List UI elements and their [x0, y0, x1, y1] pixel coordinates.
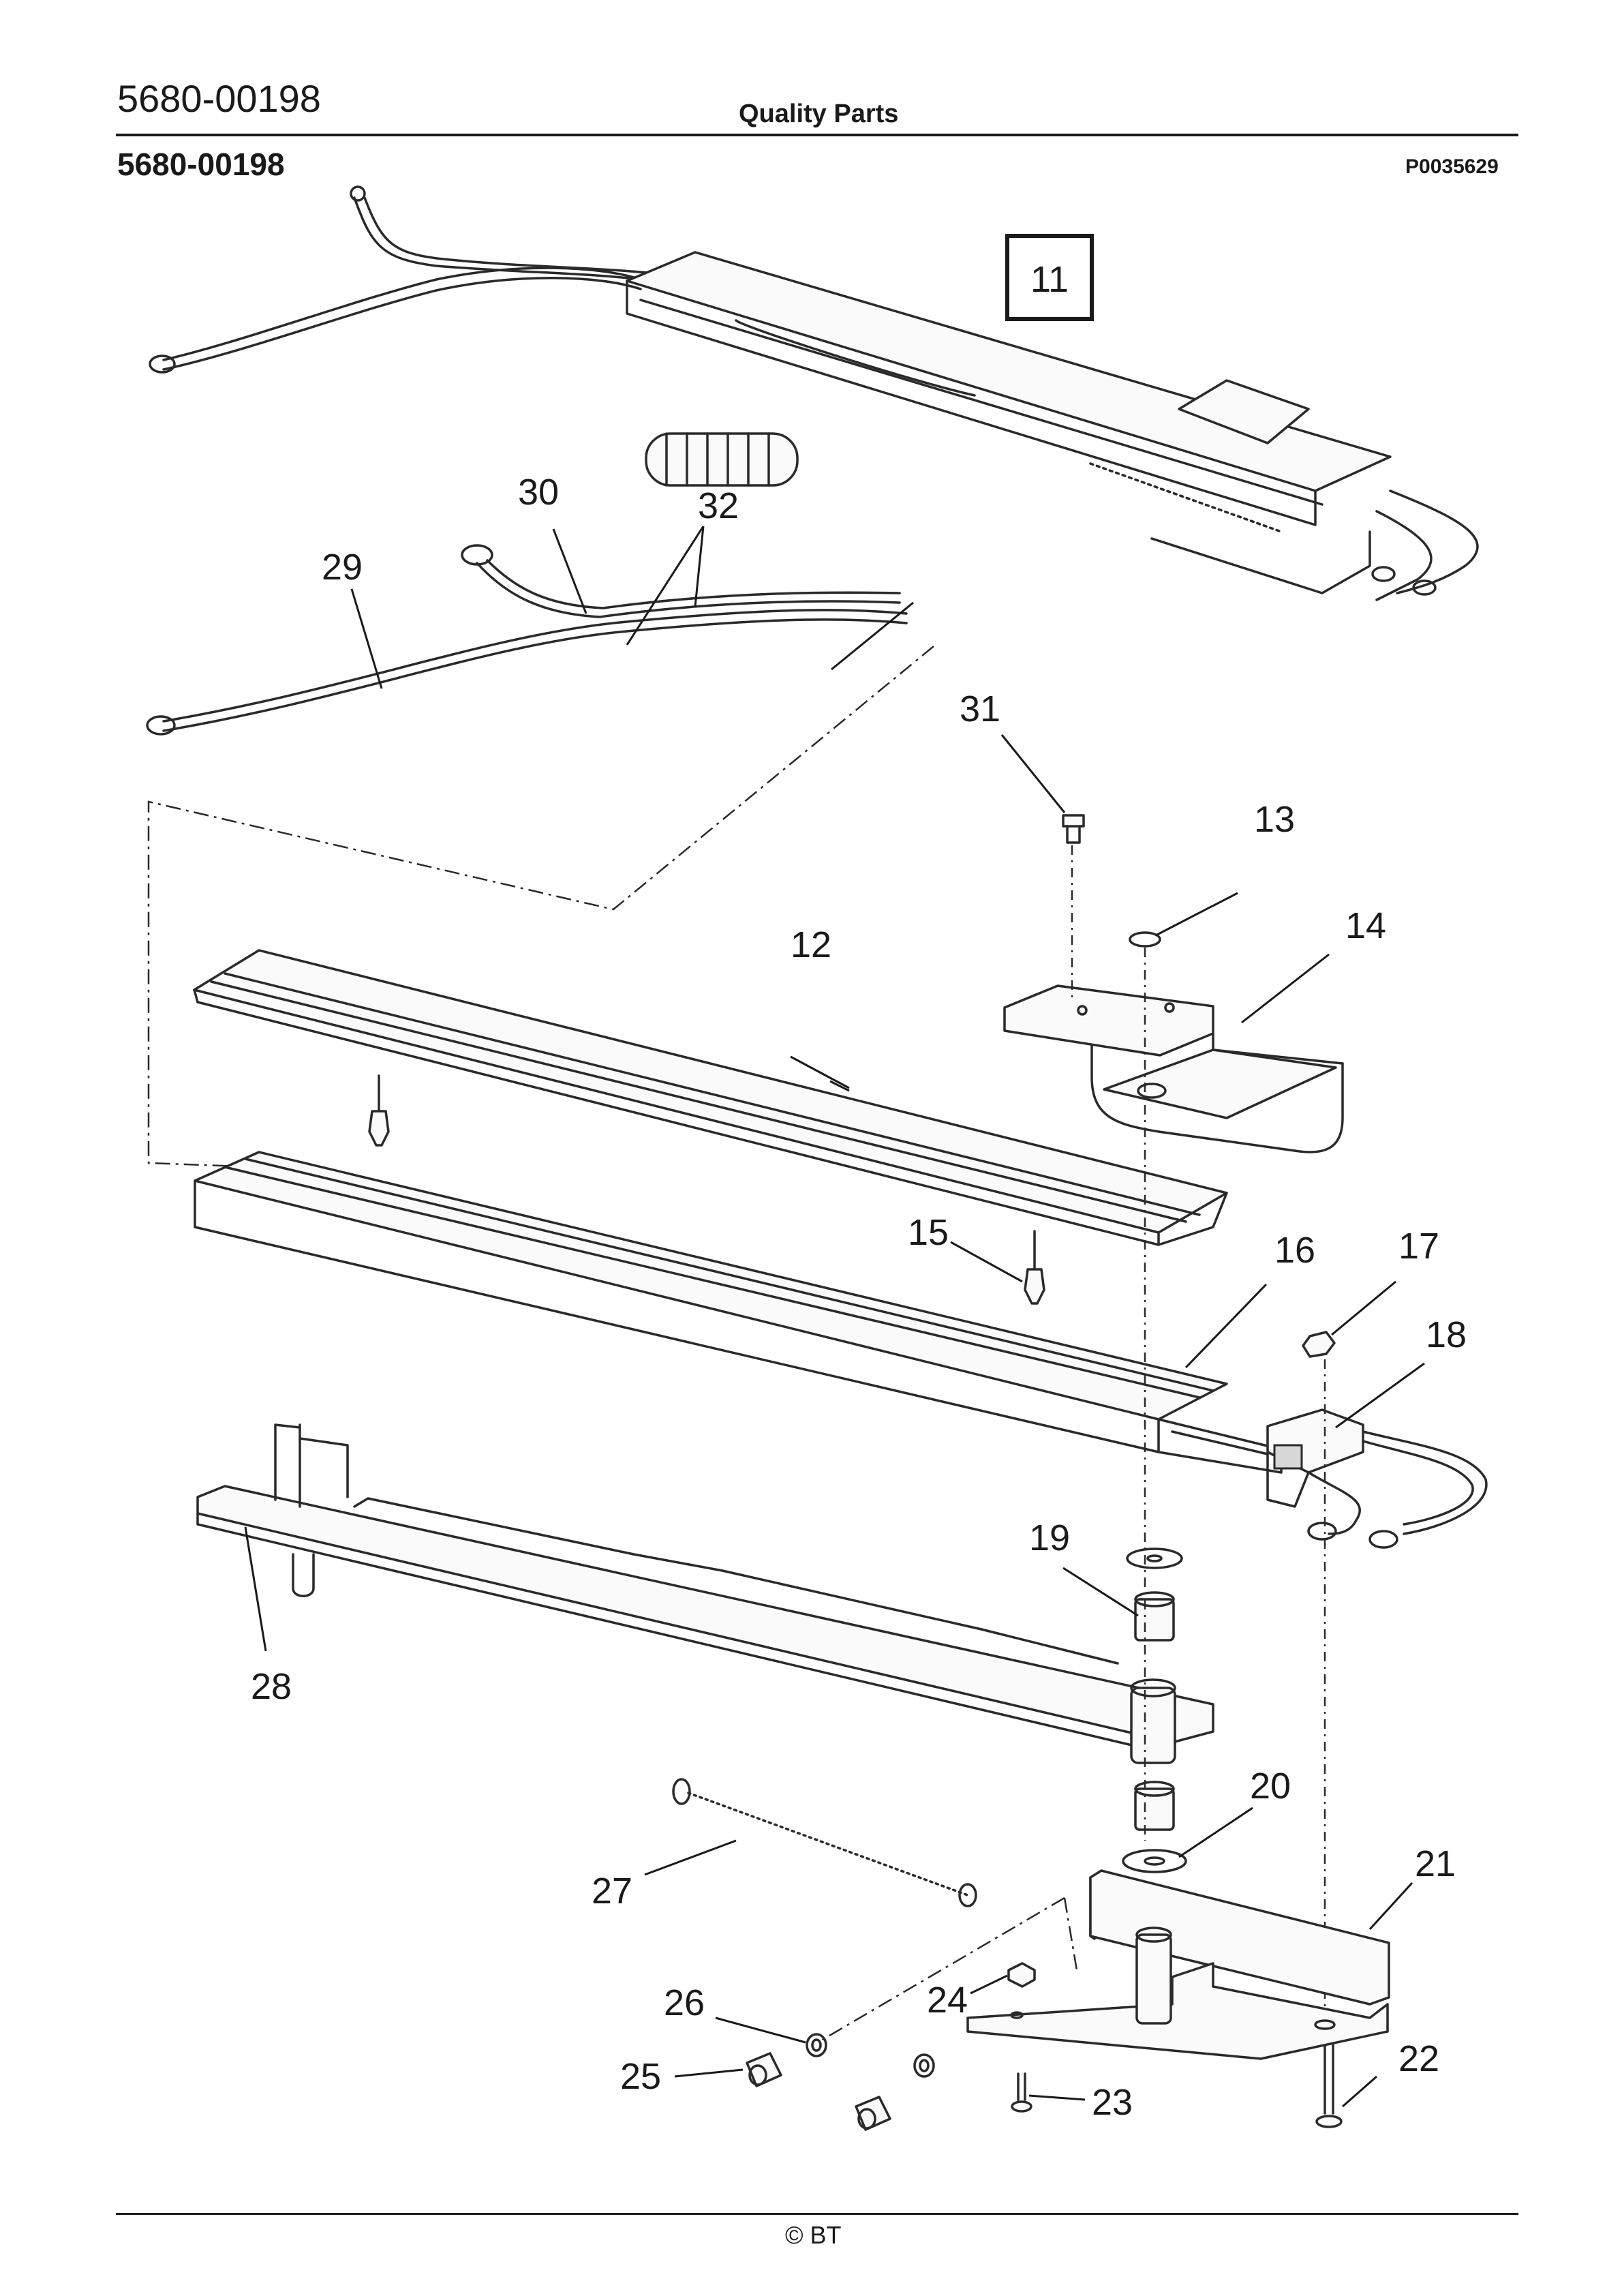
leader-lines	[244, 526, 1425, 2108]
part-26-washers	[806, 2033, 935, 2078]
parts-29-30-cables	[146, 544, 914, 736]
callout-27: 27	[592, 1871, 632, 1912]
callout-32: 32	[698, 485, 739, 526]
part-12-cover-rail	[193, 949, 1228, 1246]
header-document-number: 5680-00198	[117, 77, 321, 120]
callout-16: 16	[1274, 1230, 1315, 1271]
page-title: 5680-00198	[117, 147, 285, 182]
part-13-washer	[1129, 931, 1161, 948]
callout-31: 31	[960, 689, 1000, 729]
header-rule	[116, 134, 1518, 136]
part-24-nut	[1007, 1962, 1036, 1988]
part-14-bracket	[1003, 984, 1344, 1153]
callout-13: 13	[1254, 799, 1295, 840]
part-22-screw	[1315, 2044, 1343, 2128]
part-19-spacer	[1126, 1547, 1183, 1642]
callout-15: 15	[908, 1212, 949, 1253]
assembly-box	[1005, 234, 1094, 321]
callout-25: 25	[620, 2056, 661, 2097]
part-21-base-bracket	[966, 1869, 1390, 2060]
part-31-screw	[1062, 814, 1085, 844]
part-27-spring	[672, 1778, 977, 1907]
callout-labels: 12 13 14 15 16 17 18 19 20 21 22 23 24 2…	[251, 472, 1467, 2123]
part-18-clamp	[1266, 1408, 1488, 1549]
assembly-11-drawing: 11	[149, 185, 1479, 601]
part-28-arm	[196, 1423, 1214, 1764]
callout-29: 29	[322, 547, 363, 588]
header-title: Quality Parts	[739, 100, 899, 128]
part-32-bellows	[645, 432, 799, 487]
part-16-channel	[194, 1151, 1283, 1474]
callout-18: 18	[1426, 1314, 1467, 1355]
callout-23: 23	[1092, 2082, 1133, 2123]
callout-17: 17	[1398, 1226, 1439, 1267]
callout-19: 19	[1029, 1517, 1070, 1558]
part-20-spacer	[1122, 1781, 1187, 1873]
part-23-screw	[1011, 2072, 1032, 2113]
part-17-nut	[1302, 1331, 1336, 1358]
callout-21: 21	[1415, 1843, 1456, 1884]
part-15-rivets	[368, 1074, 1045, 1305]
part-25-bolts	[746, 2052, 891, 2131]
drawing-id: P0035629	[1405, 155, 1499, 178]
callout-12: 12	[791, 924, 831, 965]
assembly-box-label: 11	[1030, 259, 1069, 300]
footer-rule	[116, 2213, 1518, 2215]
footer-copyright: © BT	[785, 2221, 842, 2249]
callout-24: 24	[927, 1980, 968, 2021]
callout-14: 14	[1345, 905, 1386, 946]
callout-26: 26	[664, 1982, 705, 2023]
callout-22: 22	[1398, 2038, 1439, 2079]
callout-20: 20	[1250, 1766, 1291, 1807]
callout-30: 30	[518, 472, 559, 513]
callout-28: 28	[251, 1666, 292, 1707]
